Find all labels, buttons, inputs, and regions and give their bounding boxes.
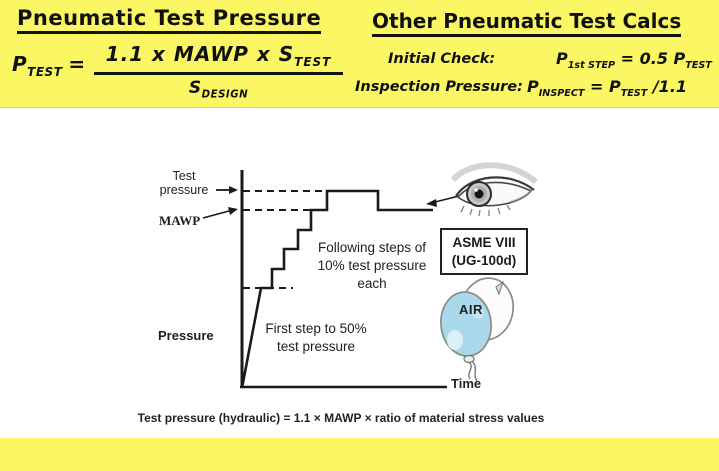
mawp-level-label: MAWP: [159, 213, 201, 228]
right-title: Other Pneumatic Test Calcs: [372, 9, 682, 37]
formula-lhs: PTEST: [12, 52, 63, 79]
formula-fraction: 1.1 x MAWP x STEST SDESIGN: [93, 42, 344, 101]
inspection-pressure-label: Inspection Pressure:: [355, 79, 523, 95]
header-band: [0, 0, 719, 108]
test-pressure-arrow: [216, 186, 238, 194]
footer-band: [0, 438, 719, 471]
equals-sign: =: [68, 52, 86, 76]
air-balloons-icon: [440, 277, 515, 382]
diagram-caption: Test pressure (hydraulic) = 1.1 × MAWP ×…: [137, 411, 545, 425]
asme-code-reference-box: ASME VIII (UG-100d): [440, 228, 528, 275]
left-title: Pneumatic Test Pressure: [17, 6, 322, 34]
step-curve: [240, 189, 433, 389]
eye-icon: [450, 162, 538, 217]
eye-arrow: [426, 195, 460, 207]
fraction-denominator: SDESIGN: [188, 78, 249, 101]
inspection-pressure-formula: PINSPECT = PTEST /1.1: [527, 77, 688, 100]
first-step-annotation: First step to 50% test pressure: [265, 321, 367, 355]
fraction-numerator: 1.1 x MAWP x STEST: [93, 42, 344, 75]
air-balloon-label: AIR: [459, 302, 483, 317]
initial-check-formula: P1st STEP = 0.5 PTEST: [556, 49, 712, 72]
following-steps-annotation: Following steps of 10% test pressure eac…: [317, 240, 427, 292]
time-axis-label: Time: [451, 376, 482, 391]
test-pressure-level-label: Test pressure: [159, 169, 209, 198]
test-pressure-formula: PTEST = 1.1 x MAWP x STEST SDESIGN: [12, 42, 344, 101]
pressure-axis-label: Pressure: [158, 328, 214, 343]
mawp-arrow: [202, 207, 238, 219]
initial-check-label: Initial Check:: [388, 51, 496, 67]
